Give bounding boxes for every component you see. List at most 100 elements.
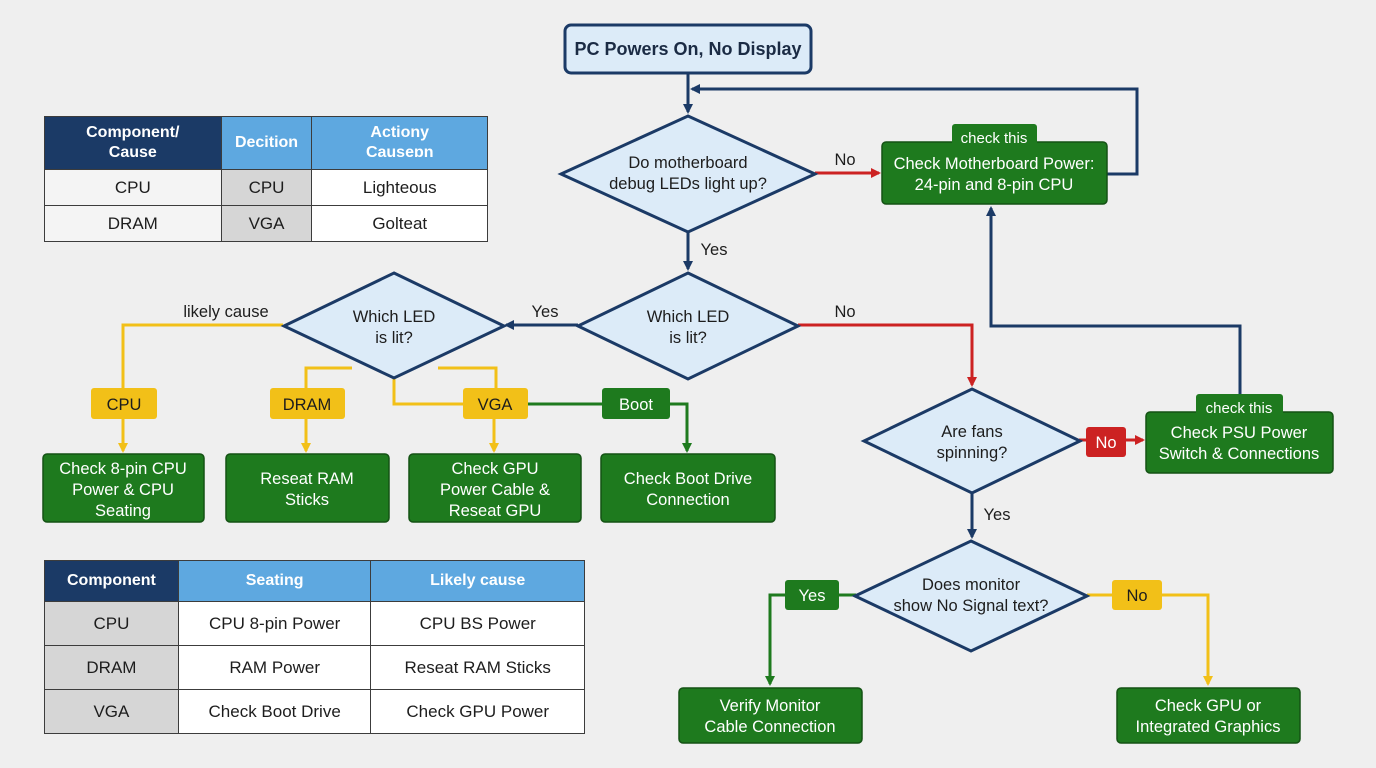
edge-label-yes-fans: Yes — [984, 506, 1011, 524]
action-monitor-cable-line2: Cable Connection — [704, 718, 835, 736]
decision-which-led-right-line1: Which LED — [647, 308, 730, 326]
table-top-header-action-l2: Causeɒn — [365, 144, 434, 161]
tag-check-this-mobo: check this — [952, 124, 1037, 150]
action-cpu: Check 8-pin CPU Power & CPU Seating — [42, 453, 205, 523]
tag-yes-monitor: Yes — [785, 580, 839, 610]
table-cell: VGA — [220, 205, 313, 242]
decision-fans-line2: spinning? — [937, 444, 1008, 462]
action-gpu: Check GPU Power Cable & Reseat GPU — [408, 453, 582, 523]
table-row: CPU CPU 8-pin Power CPU BS Power — [44, 601, 585, 646]
tag-no-monitor-label: No — [1126, 587, 1147, 605]
table-bottom-header-likely-cause: Likely cause — [370, 560, 585, 602]
action-ram-line1: Reseat RAM — [260, 470, 354, 488]
decision-monitor-line1: Does monitor — [922, 576, 1021, 594]
tag-dram: DRAM — [270, 388, 345, 419]
edge-led-boot — [527, 402, 692, 453]
tag-no-monitor: No — [1112, 580, 1162, 610]
table-top-header-decition: Decition — [220, 116, 313, 170]
table-cell: RAM Power — [177, 645, 372, 690]
edge-label-likely-cause: likely cause — [183, 303, 268, 321]
start-node-label: PC Powers On, No Display — [574, 39, 801, 59]
table-top-header-component-l2: Cause — [108, 144, 157, 161]
tag-boot-label: Boot — [619, 396, 653, 414]
tag-check-this-psu-label: check this — [1206, 400, 1273, 417]
tag-check-this-mobo-label: check this — [961, 130, 1028, 147]
table-cell: Check Boot Drive — [177, 689, 372, 734]
tag-yes-monitor-label: Yes — [799, 587, 826, 605]
table-row: VGA Check Boot Drive Check GPU Power — [44, 689, 585, 734]
tag-vga-label: VGA — [478, 396, 513, 414]
table-row: CPU CPU Lighteous — [44, 169, 488, 206]
action-boot: Check Boot Drive Connection — [600, 453, 776, 523]
decision-fans: Are fans spinning? — [860, 387, 1084, 495]
table-cell: VGA — [44, 689, 179, 734]
table-top-header-action-l1: Actiony — [370, 124, 430, 141]
action-psu: Check PSU Power Switch & Connections — [1145, 411, 1334, 474]
table-bottom-header-seating: Seating — [177, 560, 372, 602]
edge-led-vga-2 — [438, 366, 498, 390]
decision-debug-leds-line2: debug LEDs light up? — [609, 175, 767, 193]
table-cell: CPU — [44, 601, 179, 646]
legend-table-bottom: Component Seating Likely cause CPU CPU 8… — [44, 560, 585, 734]
decision-debug-leds-line1: Do motherboard — [628, 154, 747, 172]
table-row: DRAM VGA Golteat — [44, 205, 488, 242]
decision-fans-line1: Are fans — [941, 423, 1002, 441]
action-gpu-integrated-line1: Check GPU or — [1155, 697, 1262, 715]
tag-check-this-psu: check this — [1196, 394, 1283, 420]
action-cpu-line1: Check 8-pin CPU — [59, 460, 186, 478]
decision-which-led-left: Which LED is lit? — [280, 271, 508, 380]
action-gpu-integrated-line2: Integrated Graphics — [1136, 718, 1281, 736]
table-cell: DRAM — [44, 205, 222, 242]
tag-vga: VGA — [463, 388, 528, 419]
edge-label-yes-led: Yes — [532, 303, 559, 321]
table-bottom-header-component: Component — [44, 560, 179, 602]
action-boot-line1: Check Boot Drive — [624, 470, 752, 488]
table-cell: Golteat — [311, 205, 488, 242]
table-cell: CPU 8-pin Power — [177, 601, 372, 646]
action-mobo-power-line1: Check Motherboard Power: — [894, 155, 1095, 173]
tag-cpu: CPU — [91, 388, 157, 419]
edge-label-no-led: No — [834, 303, 855, 321]
action-ram: Reseat RAM Sticks — [225, 453, 390, 523]
table-cell: Lighteous — [311, 169, 488, 206]
action-psu-line1: Check PSU Power — [1171, 424, 1308, 442]
action-gpu-line2: Power Cable & — [440, 481, 550, 499]
table-cell: CPU — [220, 169, 313, 206]
action-cpu-line3: Seating — [95, 502, 151, 520]
action-psu-line2: Switch & Connections — [1159, 445, 1320, 463]
edge-label-yes-debug: Yes — [701, 241, 728, 259]
tag-boot: Boot — [602, 388, 670, 419]
edge-psu-up — [986, 206, 1242, 396]
tag-no-fans-label: No — [1095, 434, 1116, 452]
decision-debug-leds: Do motherboard debug LEDs light up? — [557, 114, 819, 234]
action-boot-line2: Connection — [646, 491, 729, 509]
action-gpu-line3: Reseat GPU — [449, 502, 542, 520]
table-cell: Check GPU Power — [370, 689, 585, 734]
decision-which-led-right-line2: is lit? — [669, 329, 707, 347]
edge-led-no — [798, 323, 977, 387]
action-gpu-line1: Check GPU — [451, 460, 538, 478]
decision-which-led-left-line1: Which LED — [353, 308, 436, 326]
decision-monitor: Does monitor show No Signal text? — [851, 539, 1091, 653]
table-top-header-component-l1: Component/ — [86, 124, 180, 141]
decision-which-led-right: Which LED is lit? — [574, 271, 802, 381]
action-cpu-line2: Power & CPU — [72, 481, 174, 499]
table-cell: CPU — [44, 169, 222, 206]
tag-no-fans: No — [1086, 427, 1126, 457]
table-cell: Reseat RAM Sticks — [370, 645, 585, 690]
start-node: PC Powers On, No Display — [563, 23, 813, 75]
decision-which-led-left-line2: is lit? — [375, 329, 413, 347]
edge-led-vga — [392, 378, 499, 453]
decision-monitor-line2: show No Signal text? — [893, 597, 1048, 615]
tag-dram-label: DRAM — [283, 396, 332, 414]
edge-label-no-debug: No — [834, 151, 855, 169]
table-cell: DRAM — [44, 645, 179, 690]
table-row: DRAM RAM Power Reseat RAM Sticks — [44, 645, 585, 690]
action-monitor-cable-line1: Verify Monitor — [720, 697, 821, 715]
action-ram-line2: Sticks — [285, 491, 329, 509]
action-gpu-integrated: Check GPU or Integrated Graphics — [1116, 687, 1301, 744]
edge-led-dram — [301, 366, 352, 453]
